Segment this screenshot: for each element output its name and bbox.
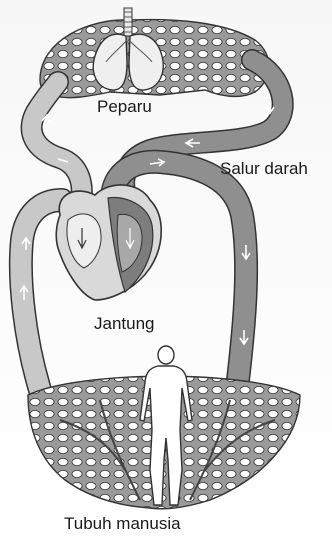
blood-vessel-label: Salur darah — [220, 159, 308, 179]
human-body-label: Tubuh manusia — [64, 514, 181, 534]
lungs-label: Peparu — [97, 97, 152, 117]
heart-label: Jantung — [94, 314, 155, 334]
